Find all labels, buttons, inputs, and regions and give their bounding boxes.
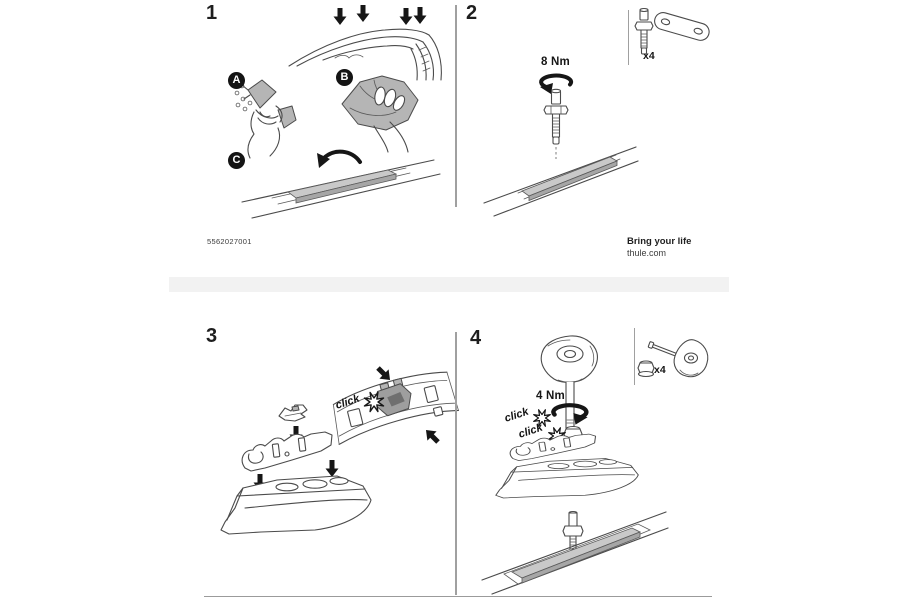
assembled-foot [495,433,639,499]
parts-box-divider [628,10,630,65]
knob-tool-icon [647,339,709,378]
sub-step-b-label: B [340,71,349,83]
down-arrow-icon [325,460,339,477]
circled-letter-badge: B [336,69,353,86]
panel-divider [455,332,457,595]
clip-snap-detail-illustration [332,363,460,447]
threaded-stud [543,88,569,145]
step2-parts-icons [634,7,710,55]
parts-box-divider [634,328,636,385]
channel-strip-illustration [241,149,441,219]
stud-install-illustration [483,73,639,217]
quantity-label: x4 [643,50,655,62]
quantity-label: x4 [654,364,666,376]
section-separator-band [169,277,729,292]
part-number: 5562027001 [207,237,252,246]
sheet-bottom-edge [204,596,712,597]
circled-letter-badge: A [228,72,245,89]
up-left-arrow-icon [421,425,443,447]
foot-assembly-exploded-illustration [220,404,372,535]
sub-step-c-label: C [232,154,241,166]
brand-tagline: Bring your life [627,236,692,247]
down-arrow-icon [413,7,427,24]
roof-stud [562,510,584,550]
panel-divider [455,5,457,207]
down-arrow-icon [333,8,347,25]
step-3-number: 3 [206,325,218,347]
sub-step-a-label: A [232,74,241,86]
wipe-cloth-illustration [341,75,419,153]
nut-part-icon [637,360,655,378]
spray-droplets [234,83,253,112]
spray-clean-illustration [234,79,297,159]
down-arrow-icon [356,5,370,22]
torque-label: 4 Nm [536,390,565,402]
car-roof-illustration [288,5,442,81]
press-arrow-icon [317,149,362,168]
torque-knob [540,335,598,383]
snapped-clip [374,377,412,417]
brand-website: thule.com [627,248,667,258]
clip-part [278,404,308,422]
bracket-part [241,431,333,472]
step-1-number: 1 [206,2,218,24]
knob-tighten-illustration [481,335,669,595]
foot-base-part [220,475,372,535]
stud-part-icon [634,7,654,55]
step-4-number: 4 [470,327,482,349]
plate-part-icon [654,12,710,41]
step-2-number: 2 [466,2,478,24]
down-arrow-icon [399,8,413,25]
pillar-hatching [418,46,431,72]
circled-letter-badge: C [228,152,245,169]
step4-parts-icons [637,339,709,378]
torque-label: 8 Nm [541,56,570,68]
